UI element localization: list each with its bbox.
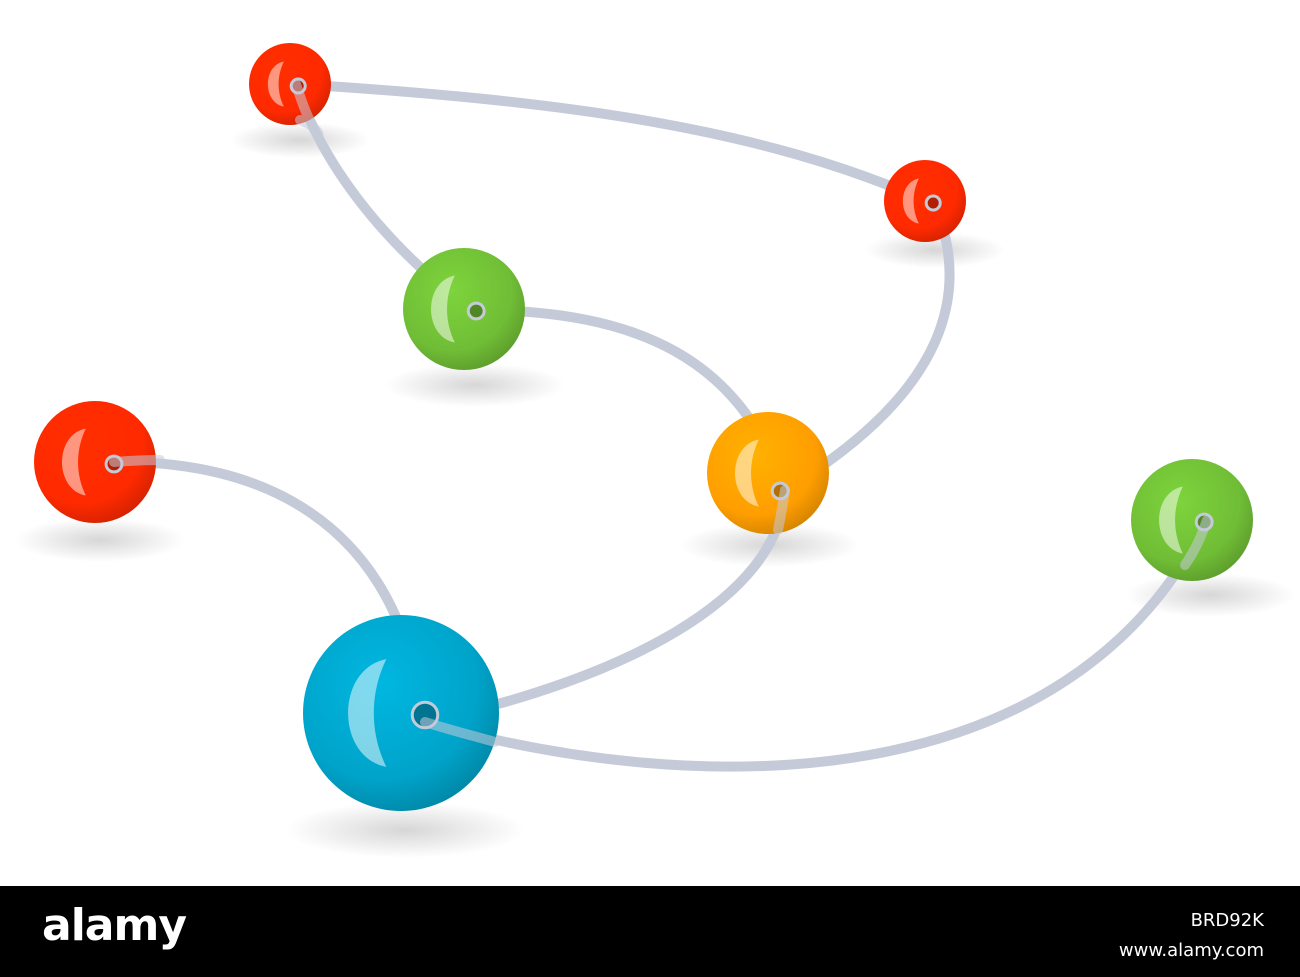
connector-orange-center-blue-large	[420, 485, 790, 727]
node-red-right-anchor	[924, 194, 942, 212]
watermark-footer: alamy BRD92K www.alamy.com	[0, 886, 1300, 977]
connector-blue-large-green-right	[420, 515, 1212, 772]
node-blue-large-highlight	[348, 659, 387, 767]
site-url-label: www.alamy.com	[1118, 940, 1264, 961]
connector-overlays	[109, 79, 1212, 747]
connector-red-right-orange-center	[780, 200, 955, 495]
node-green-upper-anchor	[466, 301, 486, 321]
brand-logo: alamy	[42, 900, 187, 951]
node-shadows	[15, 122, 1295, 858]
image-id-label: BRD92K	[1190, 910, 1264, 931]
node-red-right-highlight	[902, 178, 919, 224]
node-green-right	[1131, 459, 1253, 581]
node-green-right-highlight	[1159, 486, 1183, 554]
node-green-upper-highlight	[431, 275, 455, 343]
node-red-top	[249, 43, 331, 125]
node-red-right	[884, 160, 966, 242]
connector-red-top-red-right	[291, 79, 940, 210]
node-red-left-highlight	[62, 428, 86, 496]
molecule-network-diagram	[15, 43, 1295, 858]
node-orange-center-highlight	[735, 439, 759, 507]
node-orange-center-sphere	[707, 412, 829, 534]
node-red-left-sphere	[34, 401, 156, 523]
node-green-upper	[403, 248, 525, 370]
node-blue-large	[303, 615, 499, 811]
node-blue-large-sphere	[303, 615, 499, 811]
node-red-left	[34, 401, 156, 523]
node-green-right-sphere	[1131, 459, 1253, 581]
node-red-top-highlight	[267, 61, 284, 107]
node-orange-center	[707, 412, 829, 534]
connectors	[109, 79, 1212, 772]
node-green-upper-sphere	[403, 248, 525, 370]
